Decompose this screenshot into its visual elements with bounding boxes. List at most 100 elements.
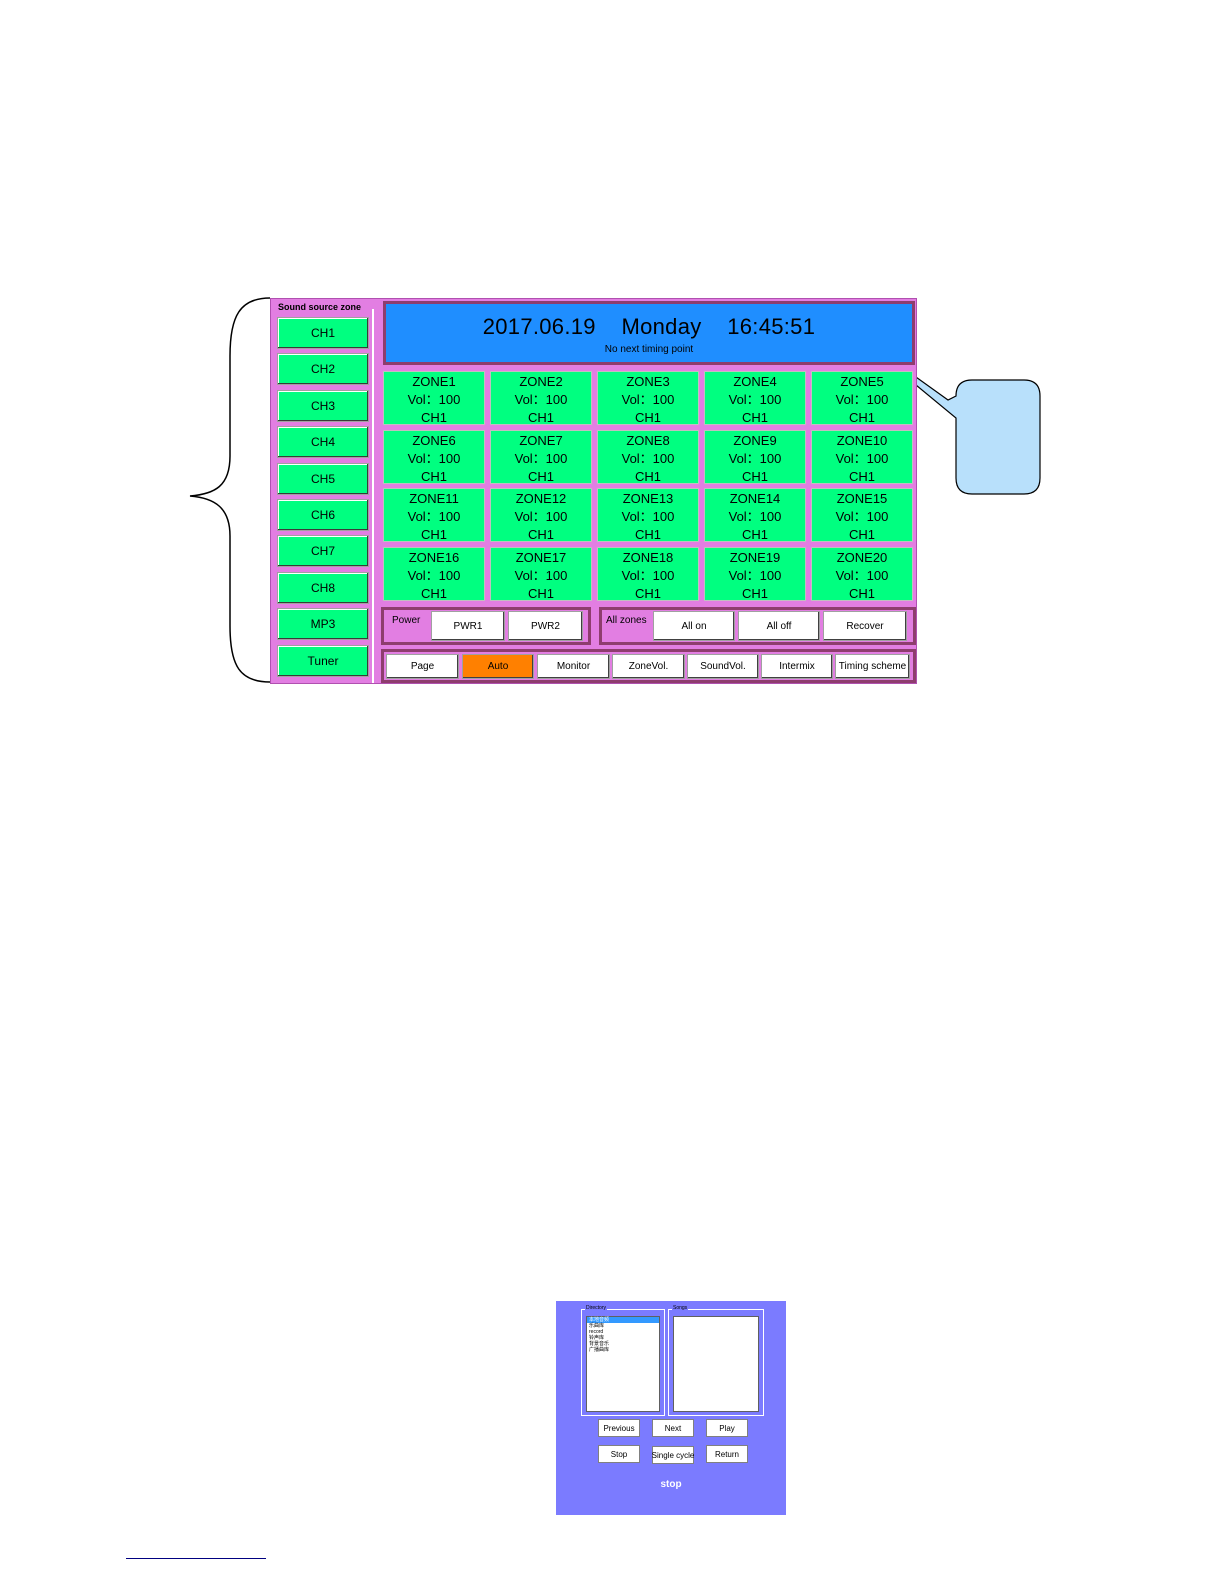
zone-name: ZONE12 [515,491,567,506]
source-button-ch4[interactable]: CH4 [277,426,369,458]
zone-name: ZONE16 [408,549,460,565]
zone-ch: CH1 [527,468,554,484]
zone-name: ZONE19 [729,549,781,565]
songs-label: Songs [672,1305,689,1311]
play-button[interactable]: Play [706,1419,748,1437]
directory-label: Directory [585,1305,608,1311]
zone-ch: CH1 [527,527,554,542]
zone-ch: CH1 [741,468,768,484]
all-off-button[interactable]: All off [738,611,820,641]
source-button-ch5[interactable]: CH5 [277,463,369,495]
zone-vol: Vol：100 [728,567,782,583]
source-button-ch8[interactable]: CH8 [277,572,369,604]
mode-intermix-button[interactable]: Intermix [761,654,833,679]
sound-source-zone: Sound source zone CH1 CH2 CH3 CH4 CH5 CH… [273,301,375,681]
zone-vol: Vol：100 [835,450,889,466]
time-text: 16:45:51 [727,314,816,339]
zone-ch: CH1 [420,468,447,484]
zone-vol: Vol：100 [621,392,675,407]
all-on-button[interactable]: All on [653,611,735,641]
directory-item[interactable]: record [589,1329,604,1335]
next-button[interactable]: Next [652,1419,694,1437]
directory-item[interactable]: 乐曲库 [589,1323,605,1329]
songs-fieldset: Songs [668,1305,764,1416]
directory-item[interactable]: 广播曲库 [589,1347,610,1353]
zone-vol: Vol：100 [835,567,889,583]
zone-vol: Vol：100 [621,450,675,466]
pwr2-button[interactable]: PWR2 [508,611,583,641]
mode-soundvol-button[interactable]: SoundVol. [687,654,759,679]
zone-vol: Vol：100 [514,392,568,407]
zone-ch: CH1 [420,410,447,425]
sound-source-title: Sound source zone [278,302,362,312]
source-button-ch2[interactable]: CH2 [277,353,369,385]
previous-button[interactable]: Previous [598,1419,640,1437]
zone-ch: CH1 [634,527,661,542]
zone-name: ZONE2 [519,374,563,389]
return-button[interactable]: Return [706,1445,748,1463]
mode-toolbar: Page Auto Monitor ZoneVol. SoundVol. Int… [381,649,916,683]
source-button-ch3[interactable]: CH3 [277,390,369,422]
directory-item[interactable]: 本地音频 [587,1317,659,1323]
mode-timing-scheme-button[interactable]: Timing scheme [835,654,910,679]
source-button-ch6[interactable]: CH6 [277,499,369,531]
zone-ch: CH1 [741,527,768,542]
recover-button[interactable]: Recover [823,611,907,641]
source-button-tuner[interactable]: Tuner [277,645,369,677]
zone-ch: CH1 [848,585,875,601]
zone-vol: Vol：100 [514,450,568,466]
footnote-rule [126,1558,266,1559]
source-button-ch1[interactable]: CH1 [277,317,369,349]
zone-ch: CH1 [741,410,768,425]
single-cycle-button[interactable]: Single cycle [652,1446,694,1464]
mode-zonevol-button[interactable]: ZoneVol. [612,654,685,679]
curly-brace-annotation [189,297,271,683]
directory-item[interactable]: 铃声库 [589,1335,605,1341]
zone-vol: Vol：100 [514,509,568,524]
mode-auto-button[interactable]: Auto [462,654,534,679]
power-label: Power [392,615,421,626]
directory-item[interactable]: 背景音乐 [589,1341,610,1347]
mode-monitor-button[interactable]: Monitor [537,654,610,679]
playback-status: stop [660,1479,682,1490]
zone-vol: Vol：100 [407,392,461,407]
zone-ch: CH1 [848,468,875,484]
zone-vol: Vol：100 [514,567,568,583]
directory-list[interactable]: 本地音频 乐曲库 record 铃声库 背景音乐 广播曲库 [586,1316,660,1412]
zone-ch: CH1 [634,410,661,425]
source-button-ch7[interactable]: CH7 [277,535,369,567]
zone-name: ZONE6 [412,432,456,448]
zone-ch: CH1 [527,585,554,601]
zone-name: ZONE10 [836,432,888,448]
pwr1-button[interactable]: PWR1 [431,611,505,641]
divider [372,309,374,683]
zone-name: ZONE15 [836,491,888,506]
mode-page-button[interactable]: Page [386,654,459,679]
songs-list[interactable] [673,1316,759,1412]
zone-name: ZONE20 [836,549,888,565]
source-button-mp3[interactable]: MP3 [277,608,369,640]
zone-name: ZONE18 [622,549,674,565]
zone-name: ZONE11 [409,491,459,506]
stop-button[interactable]: Stop [598,1445,640,1463]
